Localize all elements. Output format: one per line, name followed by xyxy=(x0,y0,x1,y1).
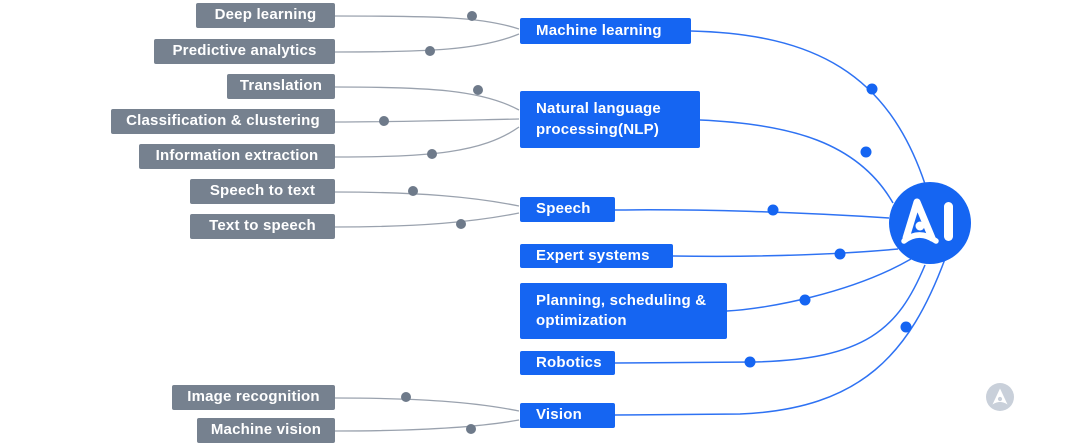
node-speech-to-text: Speech to text xyxy=(190,179,335,204)
edge-machine-learning xyxy=(690,30,926,185)
node-classification-clustering: Classification & clustering xyxy=(111,109,335,134)
connector-dot xyxy=(860,146,872,158)
node-machine-learning: Machine learning xyxy=(520,18,691,44)
connector-dot xyxy=(834,248,846,260)
connector-dot xyxy=(456,219,466,229)
watermark-logo-icon xyxy=(986,383,1014,411)
edge-translation xyxy=(334,86,520,111)
ai-letter-a-icon xyxy=(902,198,936,242)
node-speech: Speech xyxy=(520,197,615,222)
connector-dot xyxy=(379,116,389,126)
node-deep-learning: Deep learning xyxy=(196,3,335,28)
edge-information-extraction xyxy=(334,126,520,158)
connector-dot xyxy=(866,83,878,95)
connector-dot xyxy=(744,356,756,368)
edge-planning xyxy=(726,258,912,312)
node-vision: Vision xyxy=(520,403,615,428)
edge-vision xyxy=(614,258,946,416)
connector-dot xyxy=(467,11,477,21)
connector-dot xyxy=(427,149,437,159)
edge-nlp xyxy=(699,119,894,204)
edge-machine-vision xyxy=(334,419,520,432)
node-nlp: Natural language processing(NLP) xyxy=(520,91,700,148)
node-text-to-speech: Text to speech xyxy=(190,214,335,239)
ai-letter-a-swoosh xyxy=(901,232,939,244)
connector-dot xyxy=(767,204,779,216)
edge-text-to-speech xyxy=(334,212,520,228)
edge-robotics xyxy=(614,264,926,364)
connector-dot xyxy=(466,424,476,434)
gray-edge-dots xyxy=(379,11,483,434)
node-expert-systems: Expert systems xyxy=(520,244,673,268)
edge-expert-systems xyxy=(672,248,899,258)
node-machine-vision: Machine vision xyxy=(197,418,335,443)
ai-root-logo xyxy=(889,182,971,264)
node-robotics: Robotics xyxy=(520,351,615,375)
connector-dot xyxy=(425,46,435,56)
node-translation: Translation xyxy=(227,74,335,99)
node-image-recognition: Image recognition xyxy=(172,385,335,410)
connector-dot xyxy=(900,321,912,333)
edge-speech-to-text xyxy=(334,191,520,207)
connector-dot xyxy=(401,392,411,402)
connector-dot xyxy=(473,85,483,95)
ai-letter-i-icon xyxy=(944,202,953,241)
node-predictive-analytics: Predictive analytics xyxy=(154,39,335,64)
blue-edges xyxy=(614,30,946,416)
edge-image-recognition xyxy=(334,397,520,412)
blue-edge-dots xyxy=(744,83,912,368)
edge-speech xyxy=(614,209,890,219)
edge-predictive-analytics xyxy=(334,33,520,53)
ai-letter-a-dot xyxy=(915,221,925,231)
node-information-extraction: Information extraction xyxy=(139,144,335,169)
ai-root-node xyxy=(889,182,971,264)
connector-dot xyxy=(799,294,811,306)
node-planning-scheduling-optimization: Planning, scheduling & optimization xyxy=(520,283,727,339)
gray-edges xyxy=(334,15,520,432)
edge-classification-clustering xyxy=(334,118,520,123)
edge-deep-learning xyxy=(334,15,520,30)
connector-dot xyxy=(408,186,418,196)
